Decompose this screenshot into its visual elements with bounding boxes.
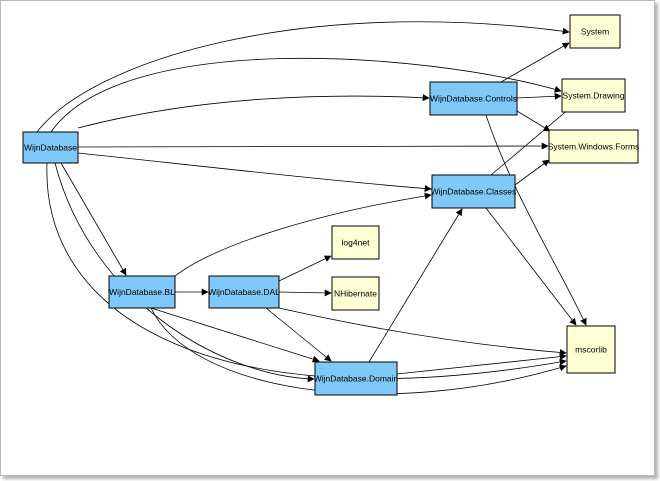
edge-cls-to-draw <box>490 102 577 176</box>
edge-wd-to-sys <box>36 21 570 133</box>
node-ms: mscorlib <box>566 325 616 374</box>
node-box-sys <box>569 14 621 49</box>
edge-ctrl-to-swf <box>516 110 551 132</box>
node-dal: WijnDatabase.DAL <box>208 275 280 309</box>
node-box-dal <box>208 275 280 309</box>
node-log: log4net <box>331 225 380 260</box>
edge-wd-to-dom <box>54 162 315 383</box>
edge-dom-to-cls <box>368 208 463 363</box>
node-label-ctrl: WijnDatabase.Controls <box>430 93 517 103</box>
node-box-draw <box>561 78 626 113</box>
node-label-cls: WijnDatabase.Classes <box>431 186 517 196</box>
edge-dal-to-dom <box>265 307 332 362</box>
node-label-wd: WijnDatabase <box>24 142 77 152</box>
edges-layer <box>36 21 587 395</box>
node-bl: WijnDatabase.BL <box>108 275 176 309</box>
node-box-dom <box>314 361 398 396</box>
edge-bl-to-cls <box>174 192 432 277</box>
node-label-ms: mscorlib <box>575 344 607 354</box>
edge-cls-to-ms <box>485 207 577 326</box>
node-draw: System.Drawing <box>561 78 626 113</box>
node-box-ctrl <box>429 81 518 116</box>
edge-dal-to-ms <box>278 307 567 356</box>
node-swf: System.Windows.Forms <box>548 129 640 164</box>
edge-wd-to-swf <box>77 142 549 150</box>
node-cls: WijnDatabase.Classes <box>431 174 517 209</box>
node-box-swf <box>548 129 639 164</box>
edge-wd-to-cls <box>77 152 432 192</box>
node-ctrl: WijnDatabase.Controls <box>429 81 518 116</box>
node-wd: WijnDatabase <box>22 131 79 164</box>
node-box-bl <box>108 275 176 309</box>
node-box-nh <box>331 276 380 311</box>
node-label-draw: System.Drawing <box>563 90 625 100</box>
node-label-dal: WijnDatabase.DAL <box>208 287 280 297</box>
node-nh: NHibernate <box>331 276 380 311</box>
edge-cls-to-swf <box>514 159 550 186</box>
node-label-bl: WijnDatabase.BL <box>109 287 175 297</box>
nodes-layer: WijnDatabase WijnDatabase.ControlsWijnDat… <box>22 14 640 396</box>
edge-wd-to-ms <box>46 162 567 379</box>
node-box-ms <box>566 325 616 374</box>
node-label-swf: System.Windows.Forms <box>548 141 640 151</box>
edge-ctrl-to-draw <box>516 92 562 100</box>
node-dom: WijnDatabase.Domain <box>314 361 399 396</box>
edge-bl-to-ms <box>150 307 567 395</box>
edge-ctrl-to-ms <box>485 114 587 326</box>
edge-bl-to-dom <box>150 307 320 363</box>
edge-wd-to-ctrl <box>77 94 430 129</box>
edge-dal-to-nh <box>278 289 332 297</box>
node-label-sys: System <box>581 26 609 36</box>
edge-dal-to-log <box>278 255 332 282</box>
node-label-log: log4net <box>342 237 371 247</box>
edge-ctrl-to-sys <box>500 42 570 83</box>
node-sys: System <box>569 14 621 49</box>
node-label-dom: WijnDatabase.Domain <box>314 373 399 383</box>
node-box-cls <box>431 174 516 209</box>
node-box-log <box>331 225 380 260</box>
node-label-nh: NHibernate <box>334 288 377 298</box>
edge-wd-to-bl <box>60 162 127 276</box>
edge-wd-to-draw <box>50 57 562 133</box>
node-box-wd <box>22 131 79 164</box>
edge-dom-to-ms <box>396 353 567 375</box>
